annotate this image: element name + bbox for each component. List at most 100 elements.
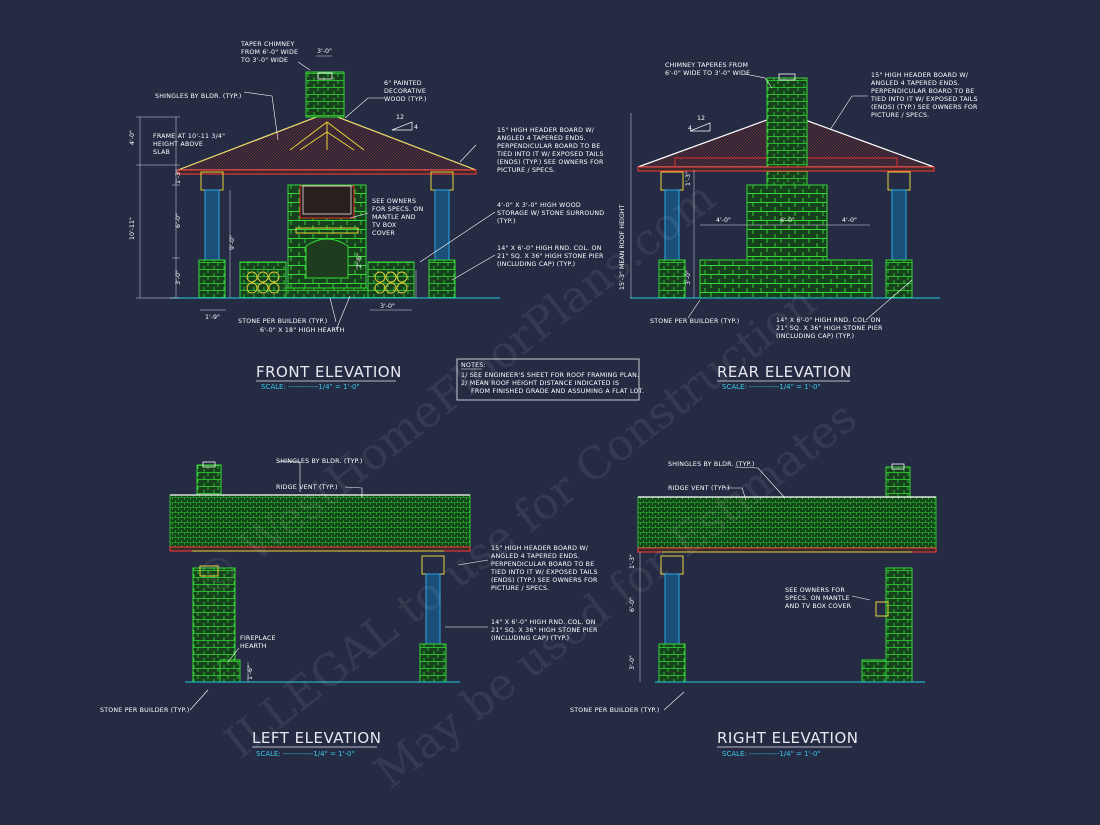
front-decor-wood-2: DECORATIVE — [384, 88, 426, 95]
front-frame-2: HEIGHT ABOVE — [153, 141, 203, 148]
right-roof — [637, 496, 937, 549]
rear-header-2: ANGLED 4 TAPERED ENDS. — [871, 80, 960, 87]
rear-dim-6: 6'-0" — [780, 217, 795, 224]
notes-line-1: 1/ SEE ENGINEER'S SHEET FOR ROOF FRAMING… — [461, 372, 639, 379]
rear-dim-4b: 4'-0" — [842, 217, 857, 224]
right-ridge-vent: RIDGE VENT (TYP.) — [668, 485, 730, 492]
front-decor-wood-3: WOOD (TYP.) — [384, 96, 427, 103]
front-header-6: PICTURE / SPECS. — [497, 167, 555, 174]
front-hearth-label: 6'-0" X 18" HIGH HEARTH — [260, 327, 345, 334]
rear-header-3: PERPENDICULAR BOARD TO BE — [871, 88, 974, 95]
front-column-right — [434, 189, 450, 261]
front-dim-3: 3'-0" — [175, 270, 182, 285]
notes-line-3: FROM FINISHED GRADE AND ASSUMING A FLAT … — [471, 388, 644, 395]
decorative-truss — [289, 121, 365, 151]
front-header-2: ANGLED 4 TAPERED ENDS. — [497, 135, 586, 142]
front-column-2: 21" SQ. X 36" HIGH STONE PIER — [497, 253, 604, 260]
left-header-6: PICTURE / SPECS. — [491, 585, 549, 592]
right-stone-label: STONE PER BUILDER (TYP.) — [570, 707, 659, 714]
front-header-beam — [177, 169, 477, 175]
front-stone-label: STONE PER BUILDER (TYP.) — [238, 318, 327, 325]
front-dim-6: 6'-0" — [175, 213, 182, 228]
front-dim-2: 2'-6" — [356, 253, 363, 268]
rear-header-5: (ENDS) (TYP.) SEE OWNERS FOR — [871, 104, 978, 111]
left-column-1: 14" X 6'-0" HIGH RND. COL. ON — [491, 619, 596, 626]
right-elevation: SHINGLES BY BLDR. (TYP.) RIDGE VENT (TYP… — [570, 461, 937, 758]
rear-pitch-rise: 4 — [688, 125, 692, 132]
rear-pitch-run: 12 — [697, 115, 705, 122]
front-owners-3: MANTLE AND — [372, 214, 416, 221]
rear-header-1: 15" HIGH HEADER BOARD W/ — [871, 72, 969, 79]
front-owners-5: COVER — [372, 230, 395, 237]
front-dim-9: 9'-0" — [229, 235, 236, 250]
rear-title: REAR ELEVATION — [717, 363, 852, 381]
left-column-2: 21" SQ. X 36" HIGH STONE PIER — [491, 627, 598, 634]
left-roof — [169, 494, 471, 548]
front-pitch-run: 12 — [396, 114, 404, 121]
front-scale: SCALE: ------------1/4" = 1'-0" — [261, 383, 360, 391]
right-dim-13: 1'-3" — [629, 554, 636, 569]
rear-chimney-2: 6'-0" WIDE TO 3'-0" WIDE — [665, 70, 750, 77]
rear-stone-label: STONE PER BUILDER (TYP.) — [650, 318, 739, 325]
rear-header-4: TIED INTO IT W/ EXPOSED TAILS — [870, 96, 978, 103]
front-frame-3: SLAB — [153, 149, 170, 156]
left-elevation: SHINGLES BY BLDR. (TYP.) RIDGE VENT (TYP… — [100, 458, 598, 758]
front-taper-chimney-3: TO 3'-0" WIDE — [240, 57, 288, 64]
right-owners-3: AND TV BOX COVER — [785, 603, 852, 610]
right-owners-1: SEE OWNERS FOR — [785, 587, 845, 594]
rear-elevation: CHIMNEY TAPERES FROM 6'-0" WIDE TO 3'-0"… — [619, 62, 978, 391]
right-dim-6: 6'-0" — [629, 597, 636, 612]
front-dim-1011: 10'-11" — [129, 217, 136, 240]
front-chimney-width: 3'-0" — [317, 48, 332, 55]
rear-dim-13: 1'-3" — [685, 171, 692, 186]
front-frame-1: FRAME AT 10'-11 3/4" — [153, 133, 225, 140]
front-owners-2: FOR SPECS. ON — [372, 206, 423, 213]
right-title: RIGHT ELEVATION — [717, 729, 859, 747]
front-dim-30: 3'-0" — [380, 303, 395, 310]
front-storage-1: 4'-0" X 3'-0" HIGH WOOD — [497, 202, 581, 209]
rear-header-beam — [637, 166, 935, 172]
right-owners-2: SPECS. ON MANTLE — [785, 595, 850, 602]
rear-mean-roof: 15'-3" MEAN ROOF HEIGHT — [619, 205, 626, 290]
front-storage-3: (TYP.) — [497, 218, 516, 225]
rear-dim-4a: 4'-0" — [716, 217, 731, 224]
rear-column-2: 21" SQ. X 36" HIGH STONE PIER — [776, 325, 883, 332]
front-title: FRONT ELEVATION — [256, 363, 402, 381]
left-column-3: (INCLUDING CAP) (TYP.) — [491, 635, 569, 642]
left-fireplace-1: FIREPLACE — [240, 635, 276, 642]
front-taper-chimney-2: FROM 6'-0" WIDE — [241, 49, 298, 56]
rear-column-1: 14" X 6'-0" HIGH RND. COL. ON — [776, 317, 881, 324]
left-fireplace-2: HEARTH — [240, 643, 267, 650]
front-shingles-label: SHINGLES BY BLDR. (TYP.) — [155, 93, 242, 100]
front-storage-2: STORAGE W/ STONE SURROUND — [497, 210, 604, 217]
front-column-3: (INCLUDING CAP) (TYP.) — [497, 261, 575, 268]
front-header-3: PERPENDICULAR BOARD TO BE — [497, 143, 600, 150]
right-dim-3: 3'-0" — [629, 655, 636, 670]
front-header-5: (ENDS) (TYP.) SEE OWNERS FOR — [497, 159, 604, 166]
left-stone-label: STONE PER BUILDER (TYP.) — [100, 707, 189, 714]
rear-column-3: (INCLUDING CAP) (TYP.) — [776, 333, 854, 340]
front-decor-wood-1: 6" PAINTED — [384, 80, 422, 87]
front-dim-19: 1'-9" — [205, 314, 220, 321]
front-header-1: 15" HIGH HEADER BOARD W/ — [497, 127, 595, 134]
left-header-4: TIED INTO IT W/ EXPOSED TAILS — [490, 569, 598, 576]
left-header-3: PERPENDICULAR BOARD TO BE — [491, 561, 594, 568]
front-elevation: TAPER CHIMNEY FROM 6'-0" WIDE TO 3'-0" W… — [129, 41, 604, 391]
rear-dim-3: 3'-0" — [685, 270, 692, 285]
left-header-5: (ENDS) (TYP.) SEE OWNERS FOR — [491, 577, 598, 584]
left-ridge-vent: RIDGE VENT (TYP.) — [276, 484, 338, 491]
left-header-2: ANGLED 4 TAPERED ENDS. — [491, 553, 580, 560]
front-pitch-rise: 4 — [414, 124, 418, 131]
front-chimney — [305, 71, 345, 118]
right-scale: SCALE: ------------1/4" = 1'-0" — [722, 750, 821, 758]
notes-heading: NOTES: — [461, 362, 486, 369]
front-column-1: 14" X 6'-0" HIGH RND. COL. ON — [497, 245, 602, 252]
front-owners-1: SEE OWNERS — [372, 198, 416, 205]
left-chimney — [196, 464, 222, 500]
front-taper-chimney-1: TAPER CHIMNEY — [240, 41, 294, 48]
rear-header-6: PICTURE / SPECS. — [871, 112, 929, 119]
rear-chimney-1: CHIMNEY TAPERES FROM — [665, 62, 748, 69]
notes-line-2: 2/ MEAN ROOF HEIGHT DISTANCE INDICATED I… — [461, 380, 619, 387]
right-chimney — [885, 466, 911, 501]
front-column-left — [204, 189, 220, 261]
